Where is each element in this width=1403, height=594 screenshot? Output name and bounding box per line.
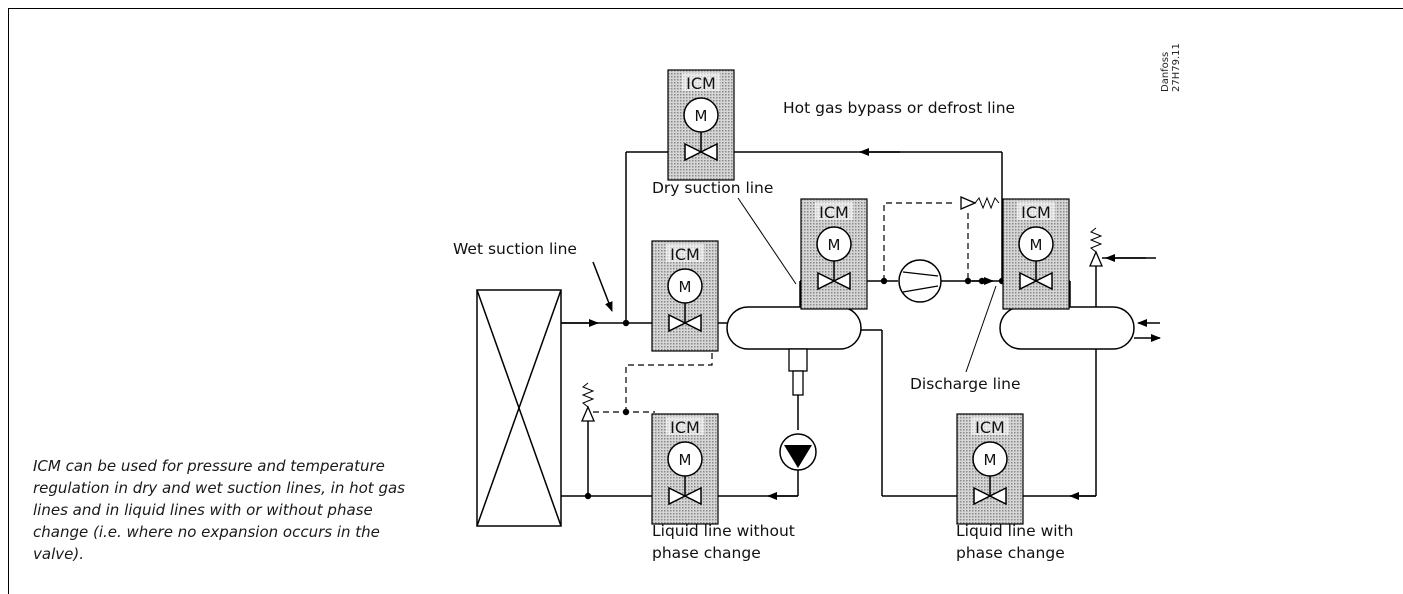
svg-text:M: M	[695, 107, 708, 125]
label-hot-gas: Hot gas bypass or defrost line	[783, 99, 1015, 117]
label-wet-suction: Wet suction line	[453, 240, 577, 258]
svg-text:27H79.11: 27H79.11	[1171, 43, 1182, 92]
svg-text:ICM: ICM	[670, 245, 700, 264]
receiver-vessel	[999, 306, 1135, 350]
svg-text:M: M	[1030, 236, 1043, 254]
page-frame	[8, 8, 1403, 594]
icm-valve-discharge: ICM M	[1002, 198, 1070, 310]
svg-text:M: M	[679, 451, 692, 469]
label-liquid-no-phase-1: Liquid line without	[652, 522, 795, 540]
svg-text:Danfoss: Danfoss	[1160, 52, 1171, 92]
svg-text:M: M	[984, 451, 997, 469]
svg-text:ICM: ICM	[686, 74, 716, 93]
icm-valve-hotgas: ICM M	[667, 69, 735, 181]
svg-text:M: M	[828, 236, 841, 254]
label-discharge: Discharge line	[910, 375, 1021, 393]
svg-text:ICM: ICM	[975, 418, 1005, 437]
label-liquid-phase-1: Liquid line with	[956, 522, 1073, 540]
caption-text: ICM can be used for pressure and tempera…	[33, 457, 405, 563]
reference-code: Danfoss 27H79.11	[1160, 43, 1182, 92]
svg-text:ICM: ICM	[1021, 203, 1051, 222]
compressor	[898, 259, 942, 303]
label-liquid-no-phase-2: phase change	[652, 544, 761, 562]
icm-valve-liquid-phase: ICM M	[956, 413, 1024, 525]
svg-text:ICM: ICM	[819, 203, 849, 222]
icm-valve-dry-suction: ICM M	[800, 198, 868, 310]
icm-valve-liquid-no-phase: ICM M	[651, 413, 719, 525]
svg-text:ICM: ICM	[670, 418, 700, 437]
label-dry-suction: Dry suction line	[652, 179, 773, 197]
separator-vessel	[726, 306, 862, 350]
icm-valve-wet-suction: ICM M	[651, 240, 719, 352]
label-liquid-phase-2: phase change	[956, 544, 1065, 562]
svg-text:M: M	[679, 278, 692, 296]
